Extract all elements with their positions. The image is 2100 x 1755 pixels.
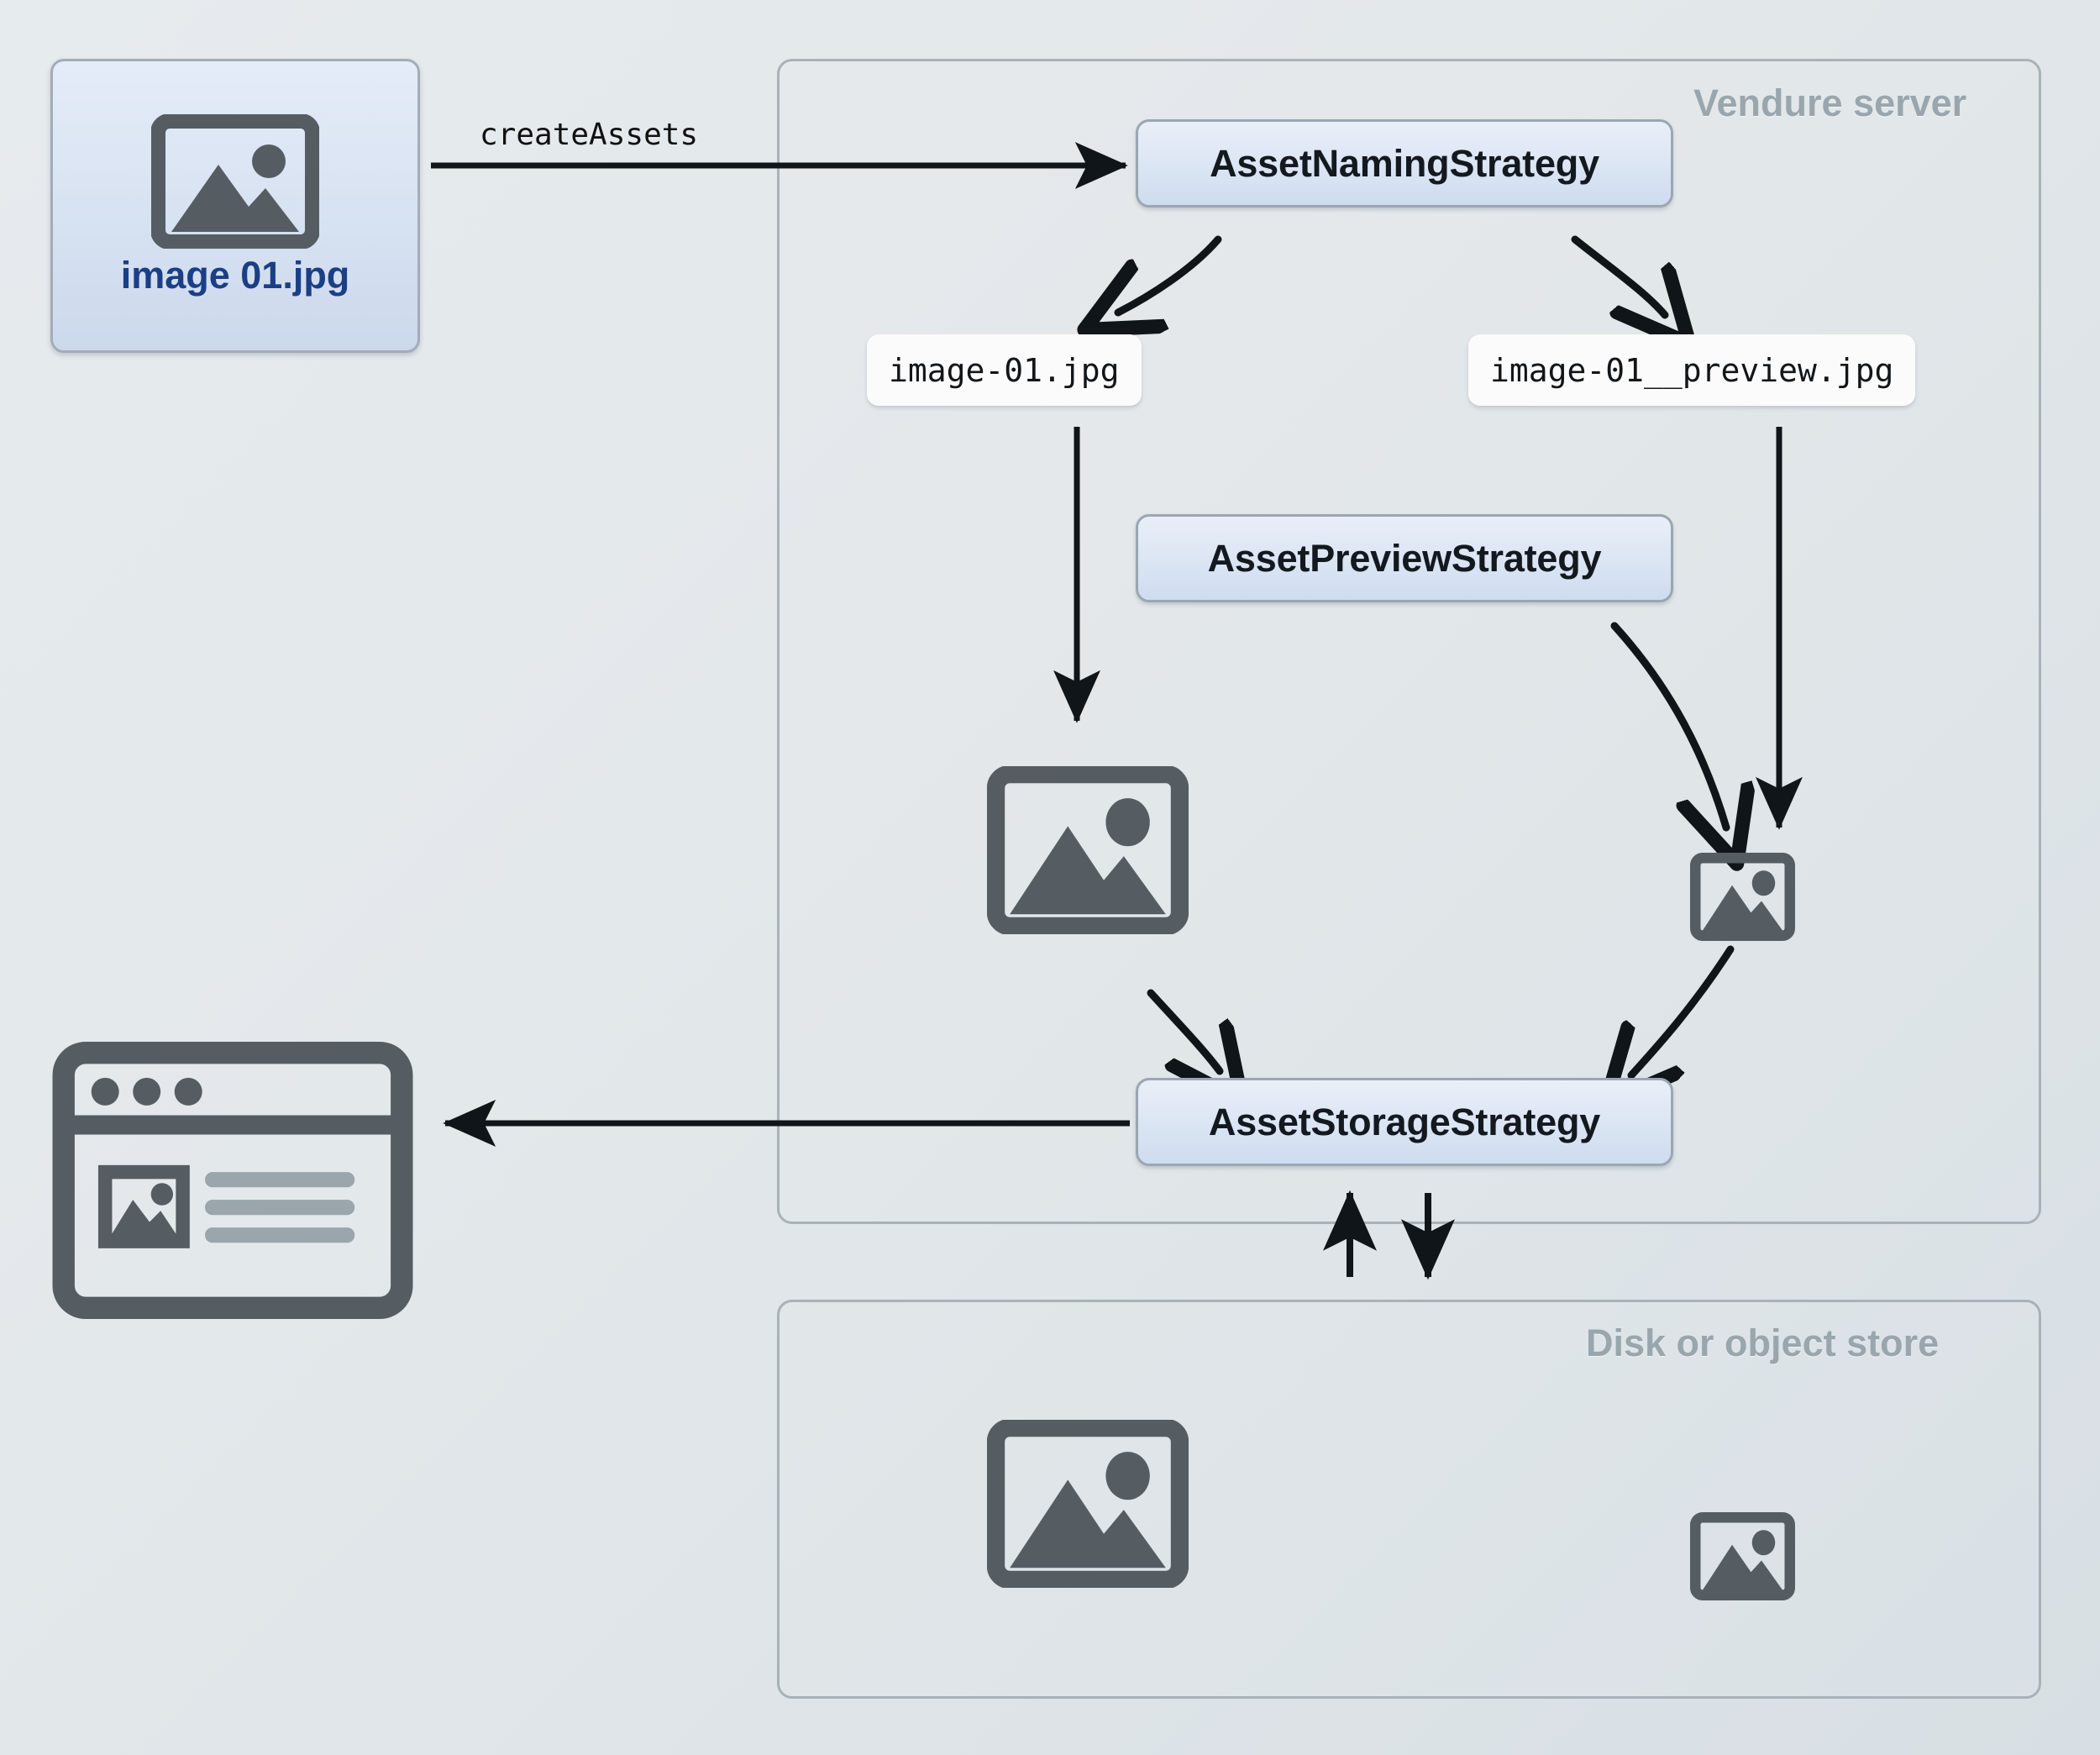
- edge-create-assets-label: createAssets: [480, 118, 699, 152]
- asset-preview-strategy-box[interactable]: AssetPreviewStrategy: [1136, 514, 1673, 602]
- source-asset-card[interactable]: image 01.jpg: [50, 59, 420, 353]
- server-full-image-icon: [986, 765, 1189, 936]
- server-preview-image-icon: [1690, 853, 1795, 941]
- store-full-image-icon: [986, 1418, 1189, 1589]
- preview-filename-label: image-01__preview.jpg: [1490, 351, 1894, 389]
- asset-storage-strategy-label: AssetStorageStrategy: [1208, 1100, 1601, 1143]
- asset-storage-strategy-box[interactable]: AssetStorageStrategy: [1136, 1078, 1673, 1166]
- group-vendure-server: [777, 59, 2041, 1224]
- group-disk-or-object-store-label: Disk or object store: [1586, 1322, 1940, 1364]
- browser-window-icon: [52, 1042, 413, 1319]
- asset-naming-strategy-box[interactable]: AssetNamingStrategy: [1136, 119, 1673, 208]
- preview-filename-chip: image-01__preview.jpg: [1468, 334, 1916, 406]
- source-asset-label: image 01.jpg: [120, 254, 350, 297]
- asset-preview-strategy-label: AssetPreviewStrategy: [1207, 536, 1602, 580]
- asset-naming-strategy-label: AssetNamingStrategy: [1210, 141, 1599, 185]
- source-filename-chip: image-01.jpg: [867, 334, 1142, 406]
- group-vendure-server-label: Vendure server: [1693, 81, 1967, 124]
- source-filename-label: image-01.jpg: [889, 351, 1120, 389]
- image-icon: [150, 113, 320, 250]
- store-preview-image-icon: [1690, 1512, 1795, 1600]
